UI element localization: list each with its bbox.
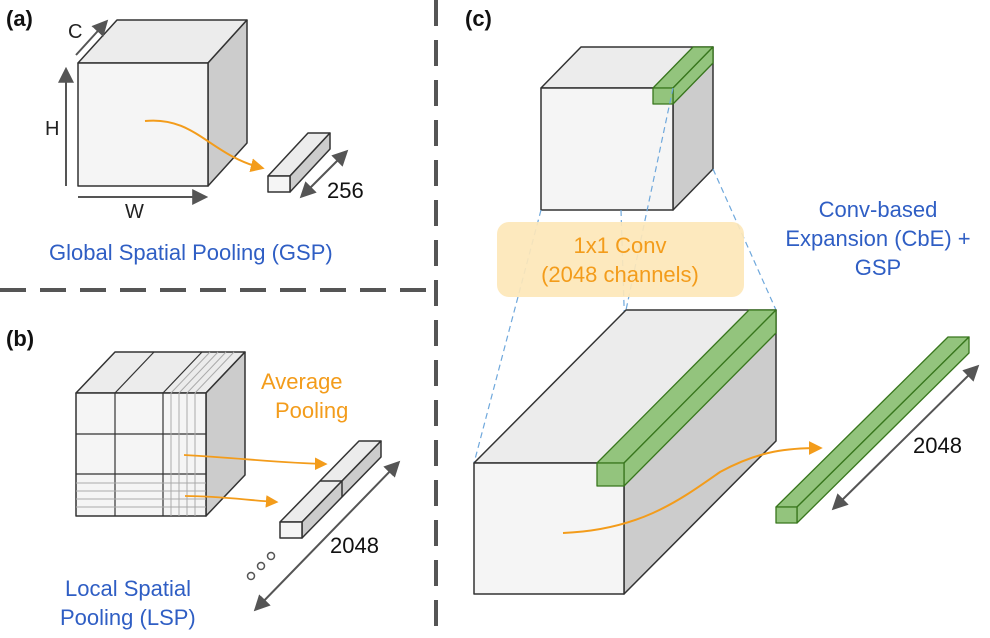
ellipsis-dot [266, 551, 276, 561]
vector-c-top [775, 336, 970, 508]
size-arrow-a [299, 149, 349, 199]
cube-c-front [540, 87, 674, 211]
pooling-label-line2: Pooling [275, 398, 348, 423]
output-vector-a [267, 132, 331, 193]
pooling-flow-arrow-c [562, 441, 823, 534]
axis-c-arrow [75, 19, 109, 56]
fine-line [194, 351, 235, 394]
projection-line [625, 87, 674, 311]
grid-line [162, 351, 203, 394]
green-strip-large [596, 309, 777, 487]
fine-line [186, 351, 227, 394]
caption-cbe-line3: GSP [855, 255, 901, 280]
axis-w-label: W [125, 201, 144, 223]
ellipsis-dot [256, 561, 266, 571]
caption-cbe-line1: Conv-based [819, 197, 938, 222]
vector-a-front [267, 175, 291, 193]
output-vector-c [775, 336, 970, 524]
fine-line [178, 351, 219, 394]
axis-c-label: C [68, 21, 82, 43]
projection-line [712, 168, 777, 311]
green-strip-small [652, 46, 714, 105]
output-size-b: 2048 [330, 533, 379, 558]
vector-c-side [796, 336, 970, 524]
axis-h-label: H [45, 118, 59, 140]
panel-c: (c) 1 [465, 6, 980, 595]
vector-b-front [279, 521, 303, 539]
caption-lsp-line1: Local Spatial [65, 576, 191, 601]
panel-a: (a) C H W 256 Global Spatial Pooling (GS… [6, 6, 364, 265]
caption-cbe-line2: Expansion (CbE) + [785, 226, 970, 251]
green-strip-small-front [652, 87, 674, 105]
vector-c-front [775, 506, 798, 524]
output-size-c: 2048 [913, 433, 962, 458]
panel-dividers [0, 0, 438, 638]
size-arrow-b [253, 460, 401, 612]
grid-line [114, 351, 155, 394]
output-size-a: 256 [327, 178, 364, 203]
caption-gsp: Global Spatial Pooling (GSP) [49, 240, 333, 265]
output-vector-b [279, 440, 382, 539]
size-arrow-c [831, 364, 980, 511]
caption-lsp-line2: Pooling (LSP) [60, 605, 196, 630]
fine-line [170, 351, 211, 394]
ellipsis-dot [246, 571, 256, 581]
conv-label-line1: 1x1 Conv [574, 233, 667, 258]
ellipsis-dots [246, 551, 276, 581]
panel-c-tag: (c) [465, 6, 492, 31]
pooling-label-line1: Average [261, 369, 343, 394]
green-strip-large-front [596, 462, 625, 487]
feature-cube-a [77, 19, 248, 187]
panel-a-tag: (a) [6, 6, 33, 31]
panel-b-tag: (b) [6, 326, 34, 351]
cube-a-front [77, 62, 209, 187]
panel-b: (b) Av [6, 326, 401, 630]
pooling-flow-arrow-a [144, 119, 265, 173]
conv-label-box [497, 222, 744, 297]
conv-label-line2: (2048 channels) [541, 262, 699, 287]
